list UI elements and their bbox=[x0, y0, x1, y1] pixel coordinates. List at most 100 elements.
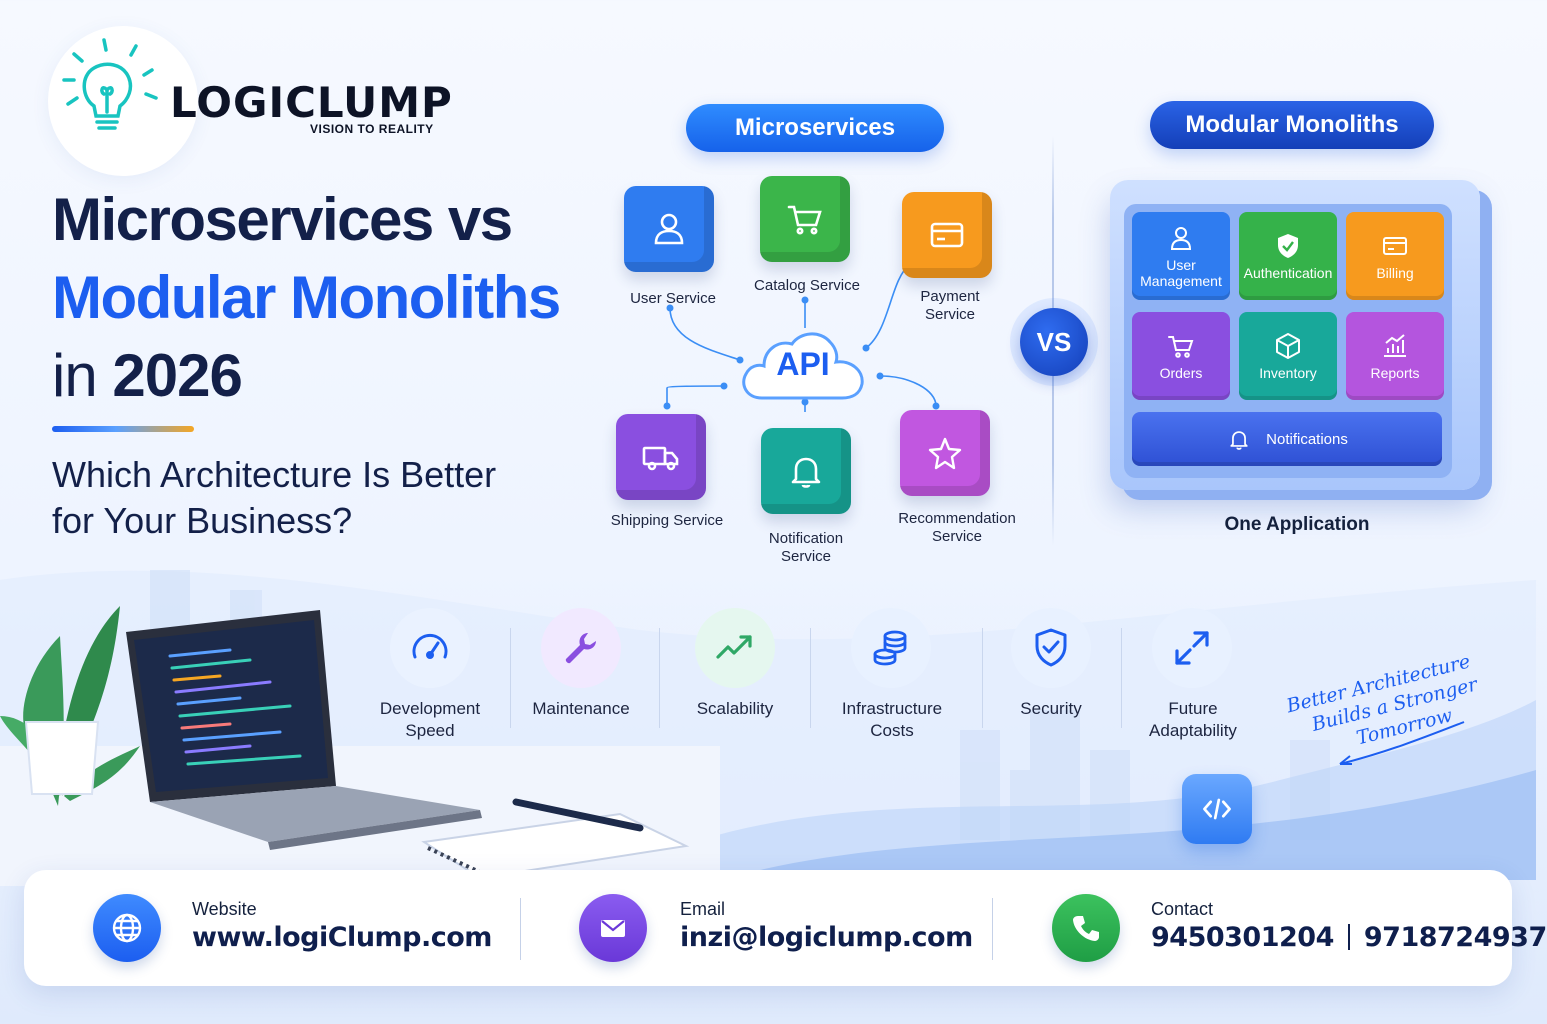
trend-up-icon bbox=[716, 635, 752, 659]
lightbulb-logo-icon bbox=[62, 38, 158, 130]
module-user-label-1: User bbox=[1166, 257, 1196, 273]
recommendation-label-line-2: Service bbox=[931, 528, 983, 545]
catalog-service-cube bbox=[760, 176, 850, 262]
catalog-service-label: Catalog Service bbox=[754, 277, 860, 294]
code-badge bbox=[1182, 774, 1252, 844]
payment-service-label: Payment Service bbox=[890, 288, 1010, 324]
headline-year: 2026 bbox=[112, 342, 242, 409]
website-link[interactable]: www.logiClump.com bbox=[192, 922, 492, 953]
module-reports: Reports bbox=[1346, 312, 1444, 400]
notification-label-line-1: Notification bbox=[768, 530, 844, 547]
feature-separator bbox=[1121, 628, 1122, 728]
brand-tagline: VISION TO REALITY bbox=[310, 122, 434, 136]
star-icon bbox=[928, 437, 962, 470]
website-label: Website bbox=[192, 899, 257, 919]
notebook-icon bbox=[421, 798, 690, 880]
payment-label-line-2: Service bbox=[924, 306, 976, 323]
speedometer-icon bbox=[412, 634, 448, 659]
feature-infrastructure-costs-badge bbox=[851, 608, 931, 688]
feature-label-line-2: Adaptability bbox=[1149, 721, 1237, 740]
contact-label: Contact bbox=[1151, 899, 1214, 919]
brand-name: LOGICLUMP bbox=[170, 78, 453, 127]
coins-icon bbox=[873, 630, 907, 666]
feature-maintenance-label: Maintenance bbox=[532, 699, 630, 718]
shipping-service-cube bbox=[616, 414, 706, 500]
module-notifications-label: Notifications bbox=[1266, 430, 1348, 448]
phone-number-2[interactable]: 9718724937 bbox=[1363, 922, 1547, 953]
shield-check-icon bbox=[1035, 628, 1067, 667]
phone-badge bbox=[1052, 894, 1120, 962]
module-inventory: Inventory bbox=[1239, 312, 1337, 400]
feature-label-line-2: Costs bbox=[870, 721, 914, 740]
shipping-service-label: Shipping Service bbox=[610, 512, 724, 529]
module-reports-label: Reports bbox=[1370, 365, 1420, 381]
phone-numbers: 9450301204 9718724937 bbox=[1151, 922, 1547, 953]
laptop-icon bbox=[126, 610, 482, 850]
headline-line-2: Modular Monoliths bbox=[52, 264, 561, 331]
cart-icon bbox=[787, 205, 822, 235]
notification-service-label: Notification Service bbox=[740, 530, 872, 566]
feature-label-line-2: Speed bbox=[405, 721, 455, 740]
bell-icon bbox=[791, 457, 821, 488]
feature-development-speed-label: Development Speed bbox=[362, 698, 498, 742]
chart-icon bbox=[1384, 334, 1406, 357]
email-label: Email bbox=[680, 899, 726, 919]
user-service-cube bbox=[624, 186, 714, 272]
notification-service-cube bbox=[761, 428, 851, 514]
module-user-label-2: Management bbox=[1140, 273, 1222, 289]
recommendation-service-label: Recommendation Service bbox=[880, 510, 1034, 546]
module-orders-label: Orders bbox=[1159, 365, 1203, 381]
headline-line-1: Microservices vs bbox=[52, 186, 513, 253]
truck-icon bbox=[642, 446, 679, 471]
module-user-management: User Management bbox=[1132, 212, 1230, 300]
module-notifications: Notifications bbox=[1132, 412, 1442, 466]
module-billing: Billing bbox=[1346, 212, 1444, 300]
box-icon bbox=[1276, 333, 1300, 359]
contact-separator bbox=[520, 898, 521, 960]
feature-separator bbox=[659, 628, 660, 728]
headline-line-3: in 2026 bbox=[52, 346, 243, 406]
module-orders: Orders bbox=[1132, 312, 1230, 400]
notification-label-line-2: Service bbox=[780, 548, 832, 565]
recommendation-service-cube bbox=[900, 410, 990, 496]
payment-service-cube bbox=[902, 192, 992, 278]
shield-check-icon bbox=[1278, 234, 1298, 258]
email-link[interactable]: inzi@logiclump.com bbox=[680, 922, 973, 953]
phone-number-1[interactable]: 9450301204 bbox=[1151, 922, 1334, 953]
contact-bar bbox=[24, 870, 1512, 986]
phone-icon bbox=[1073, 916, 1099, 941]
email-badge bbox=[579, 894, 647, 962]
subtitle-line-1: Which Architecture Is Better bbox=[52, 454, 497, 495]
feature-security-badge bbox=[1011, 608, 1091, 688]
plant-icon bbox=[0, 606, 140, 806]
user-icon bbox=[654, 213, 684, 245]
subtitle: Which Architecture Is Better for Your Bu… bbox=[52, 452, 572, 544]
feature-label-line-1: Future bbox=[1168, 699, 1218, 718]
code-icon bbox=[1203, 798, 1231, 820]
feature-scalability-badge bbox=[695, 608, 775, 688]
expand-arrows-icon bbox=[1175, 631, 1209, 665]
modular-monoliths-title-pill: Modular Monoliths bbox=[1150, 101, 1434, 149]
card-icon bbox=[930, 222, 964, 248]
accent-underline bbox=[52, 426, 194, 432]
globe-icon bbox=[112, 913, 142, 943]
card-icon bbox=[1383, 237, 1407, 255]
website-badge bbox=[93, 894, 161, 962]
feature-security-label: Security bbox=[1020, 699, 1082, 718]
feature-development-speed-badge bbox=[390, 608, 470, 688]
api-label: API bbox=[776, 346, 830, 382]
vs-badge: VS bbox=[1020, 308, 1088, 376]
feature-separator bbox=[510, 628, 511, 728]
feature-separator bbox=[810, 628, 811, 728]
user-icon bbox=[1170, 227, 1192, 250]
feature-future-adaptability-badge bbox=[1152, 608, 1232, 688]
wrench-icon bbox=[565, 633, 596, 664]
one-application-caption: One Application bbox=[1224, 514, 1370, 535]
module-billing-label: Billing bbox=[1376, 265, 1414, 281]
user-service-label: User Service bbox=[630, 290, 716, 307]
payment-label-line-1: Payment bbox=[920, 288, 980, 305]
feature-future-adaptability-label: Future Adaptability bbox=[1130, 698, 1256, 742]
feature-label-line-1: Development bbox=[379, 699, 481, 718]
subtitle-line-2: for Your Business? bbox=[52, 500, 353, 541]
recommendation-label-line-1: Recommendation bbox=[898, 510, 1016, 527]
